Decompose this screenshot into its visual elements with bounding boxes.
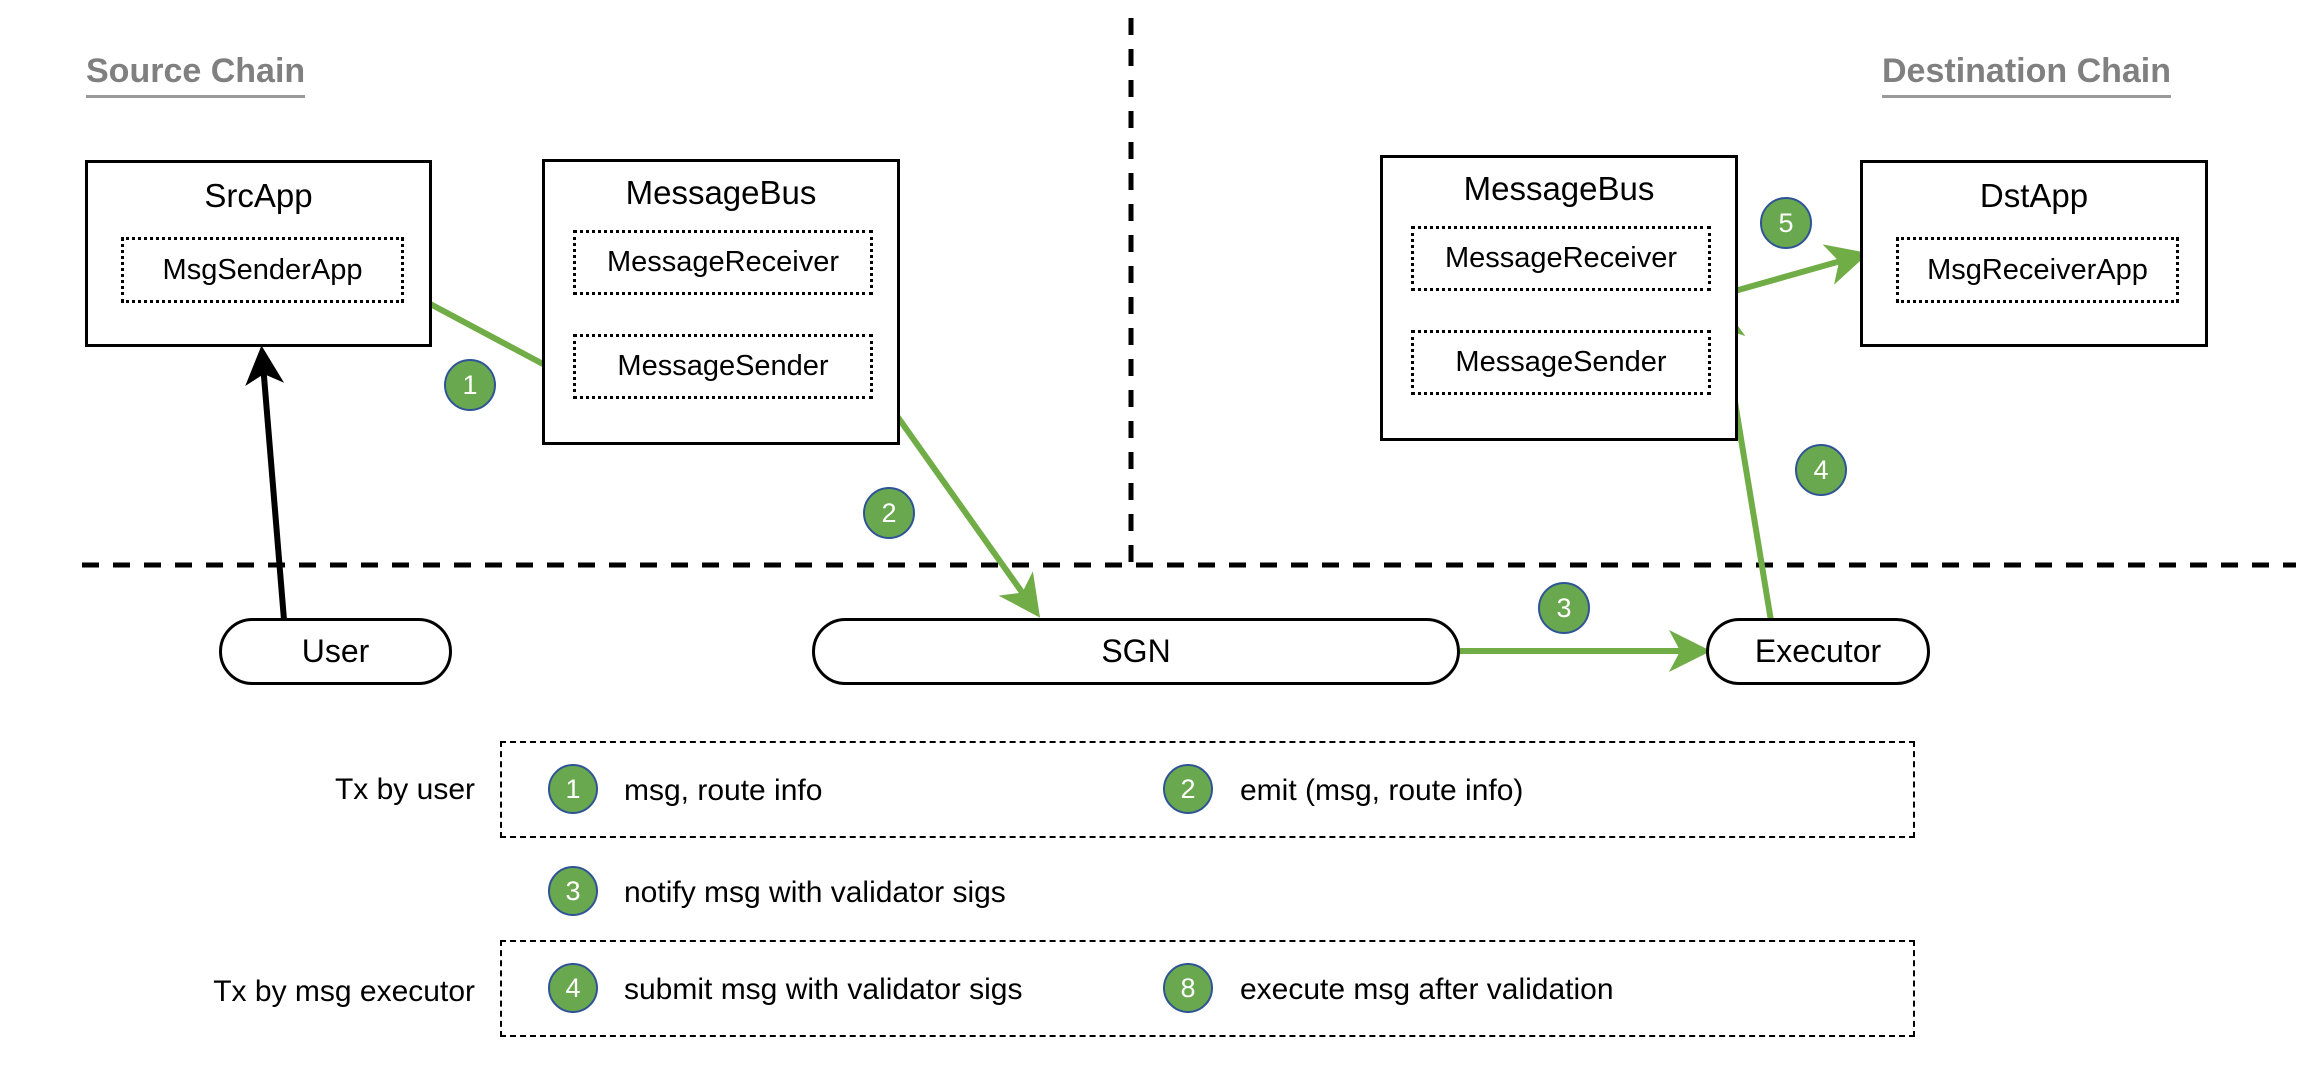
- src-messagebus-receiver[interactable]: MessageReceiver: [573, 230, 873, 295]
- arrow-user-to-srcapp: [245, 345, 288, 633]
- dstapp-box[interactable]: DstApp MsgReceiverApp: [1860, 160, 2208, 347]
- srcapp-title: SrcApp: [204, 177, 313, 214]
- legend-text-1: msg, route info: [624, 774, 823, 807]
- user-pill[interactable]: User: [219, 618, 452, 685]
- legend-text-4: submit msg with validator sigs: [624, 973, 1023, 1006]
- source-chain-title: Source Chain: [86, 52, 306, 98]
- flow-badge-2[interactable]: 2: [863, 487, 915, 539]
- dstapp-inner-msgreceiverapp[interactable]: MsgReceiverApp: [1896, 237, 2179, 303]
- destination-chain-title: Destination Chain: [1882, 52, 2172, 98]
- legend-badge-3[interactable]: 3: [548, 866, 598, 916]
- srcapp-inner-msgsenderapp[interactable]: MsgSenderApp: [121, 237, 404, 303]
- executor-pill[interactable]: Executor: [1706, 618, 1930, 685]
- flow-badge-3[interactable]: 3: [1538, 582, 1590, 634]
- dst-messagebus-sender[interactable]: MessageSender: [1411, 330, 1711, 395]
- srcapp-box[interactable]: SrcApp MsgSenderApp: [85, 160, 432, 347]
- dst-messagebus-title: MessageBus: [1463, 170, 1655, 207]
- legend-badge-4[interactable]: 4: [548, 963, 598, 1013]
- arrow-step5: [1716, 244, 1869, 299]
- flow-badge-5[interactable]: 5: [1760, 197, 1812, 249]
- dst-messagebus-receiver[interactable]: MessageReceiver: [1411, 226, 1711, 291]
- legend-text-2: emit (msg, route info): [1240, 774, 1524, 807]
- sgn-pill[interactable]: SGN: [812, 618, 1460, 685]
- src-messagebus-title: MessageBus: [625, 174, 817, 211]
- flow-badge-4[interactable]: 4: [1795, 444, 1847, 496]
- legend-badge-2[interactable]: 2: [1163, 764, 1213, 814]
- legend-badge-8[interactable]: 8: [1163, 963, 1213, 1013]
- flow-badge-1[interactable]: 1: [444, 359, 496, 411]
- dst-messagebus-box[interactable]: MessageBus MessageReceiver MessageSender: [1380, 155, 1738, 441]
- legend-row2-box: [500, 940, 1915, 1037]
- legend-label-tx-by-user: Tx by user: [334, 773, 475, 806]
- legend-label-tx-by-msg-executor: Tx by msg executor: [213, 975, 475, 1008]
- legend-text-3: notify msg with validator sigs: [624, 876, 1006, 909]
- dstapp-title: DstApp: [1979, 177, 2089, 214]
- src-messagebus-sender[interactable]: MessageSender: [573, 334, 873, 399]
- src-messagebus-box[interactable]: MessageBus MessageReceiver MessageSender: [542, 159, 900, 445]
- legend-badge-1[interactable]: 1: [548, 764, 598, 814]
- legend-row1-box: [500, 741, 1915, 838]
- legend-text-8: execute msg after validation: [1240, 973, 1614, 1006]
